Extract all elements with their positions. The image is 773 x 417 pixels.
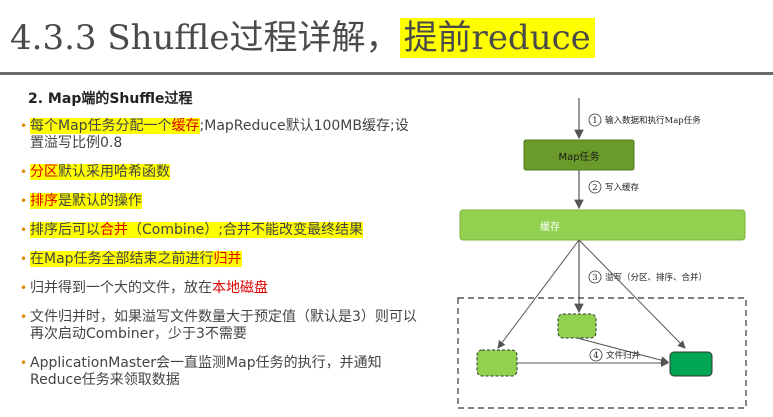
title-main: 4.3.3 Shuffle过程详解， bbox=[10, 18, 400, 58]
bullet-highlight: 排序 bbox=[30, 193, 58, 209]
bullet-merge: 在Map任务全部结束之前进行归并 bbox=[20, 251, 420, 268]
bullet-text: 每个Map任务分配一个 bbox=[30, 118, 172, 134]
merge-arrow-1 bbox=[576, 337, 669, 365]
bullet-text: 在Map任务全部结束之前进行 bbox=[30, 251, 214, 267]
bullet-text: ;MapReduce默认100MB缓存;设置溢写比例0.8 bbox=[30, 118, 409, 151]
bullet-text: 排序后可以 bbox=[30, 222, 100, 238]
bullet-text: 默认采用哈希函数 bbox=[58, 164, 170, 180]
map-shuffle-diagram: 1 输入数据和执行Map任务 Map任务 2 写入缓存 缓存 3 溢写（分区、排… bbox=[457, 98, 747, 409]
spill-file-2 bbox=[476, 349, 518, 377]
step-4-marker bbox=[589, 348, 603, 362]
title-divider bbox=[0, 72, 773, 75]
slide-title: 4.3.3 Shuffle过程详解，提前reduce bbox=[10, 8, 595, 68]
map-task-label: Map任务 bbox=[558, 150, 599, 163]
bullet-highlight: 本地磁盘 bbox=[212, 280, 268, 296]
bullet-text: （Combine）;合并不能改变最终结果 bbox=[128, 222, 363, 238]
step-3-number: 3 bbox=[592, 273, 597, 283]
section-heading: 2. Map端的Shuffle过程 bbox=[28, 91, 193, 107]
step-3-label: 溢写（分区、排序、合并） bbox=[605, 272, 707, 283]
buffer-box bbox=[459, 209, 746, 241]
bullet-buffer: 每个Map任务分配一个缓存;MapReduce默认100MB缓存;设置溢写比例0… bbox=[20, 118, 420, 152]
bullet-highlight: 归并 bbox=[213, 251, 242, 267]
bullet-text: 文件归并时，如果溢写文件数量大于预定值（默认是3）则可以再次启动Combiner… bbox=[30, 309, 417, 342]
spill-file-1 bbox=[557, 313, 597, 339]
bullet-text: ApplicationMaster会一直监测Map任务的执行，并通知Reduce… bbox=[30, 355, 382, 388]
step-1-marker bbox=[588, 113, 602, 127]
bullet-highlight: 合并 bbox=[100, 222, 128, 238]
bullet-highlight: 缓存 bbox=[171, 118, 200, 134]
bullet-text: 是默认的操作 bbox=[58, 193, 142, 209]
spill-arrow-left bbox=[497, 239, 580, 349]
step-2-label: 写入缓存 bbox=[605, 182, 640, 193]
step-1-label: 输入数据和执行Map任务 bbox=[605, 115, 701, 126]
bullet-partition: 分区默认采用哈希函数 bbox=[20, 164, 420, 181]
buffer-label: 缓存 bbox=[540, 220, 560, 233]
bullet-sort: 排序是默认的操作 bbox=[20, 193, 420, 210]
bullet-text: 归并得到一个大的文件，放在 bbox=[30, 280, 212, 296]
local-disk-area bbox=[457, 297, 747, 409]
merged-file bbox=[669, 351, 713, 377]
bullet-local-disk: 归并得到一个大的文件，放在本地磁盘 bbox=[20, 280, 420, 297]
step-3-marker bbox=[588, 270, 602, 284]
bullet-combine: 排序后可以合并（Combine）;合并不能改变最终结果 bbox=[20, 222, 420, 239]
bullet-application-master: ApplicationMaster会一直监测Map任务的执行，并通知Reduce… bbox=[20, 355, 420, 389]
bullet-list: 每个Map任务分配一个缓存;MapReduce默认100MB缓存;设置溢写比例0… bbox=[20, 118, 420, 401]
step-4-label: 文件归并 bbox=[606, 350, 641, 361]
step-2-marker bbox=[588, 180, 602, 194]
bullet-combiner-rule: 文件归并时，如果溢写文件数量大于预定值（默认是3）则可以再次启动Combiner… bbox=[20, 309, 420, 343]
bullet-highlight: 分区 bbox=[30, 164, 58, 180]
spill-arrow-right bbox=[578, 239, 686, 349]
step-4-number: 4 bbox=[593, 351, 598, 361]
step-1-number: 1 bbox=[592, 116, 597, 126]
title-highlight: 提前reduce bbox=[399, 18, 595, 58]
step-2-number: 2 bbox=[592, 183, 597, 193]
